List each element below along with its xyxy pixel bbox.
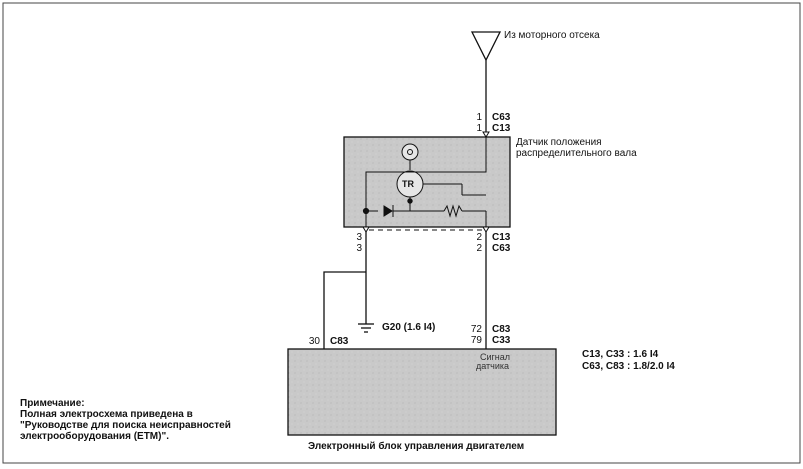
conn-right-a: C13 <box>492 232 511 243</box>
sensor-box <box>343 136 511 228</box>
sensor-title-1: Датчик положения <box>516 137 602 148</box>
note-heading: Примечание: <box>20 398 85 409</box>
note-line-1: Полная электросхема приведена в <box>20 409 193 420</box>
signal-label-2: датчика <box>476 361 510 371</box>
conn-top-b: C13 <box>492 123 511 134</box>
conn-right-b: C63 <box>492 243 511 254</box>
ecm-pin-right-a: 72 <box>470 324 482 335</box>
pin-left-b: 3 <box>356 243 362 254</box>
signal-label-1: Сигнал <box>480 352 511 362</box>
pin-left-a: 3 <box>356 232 362 243</box>
sensor-title-2: распределительного вала <box>516 148 637 159</box>
connector-top <box>482 131 490 138</box>
ecm-pin-left: 30 <box>308 336 320 347</box>
ecm-conn-left: C83 <box>330 336 349 347</box>
resistor-icon <box>443 204 463 218</box>
pin-top-a: 1 <box>476 112 482 123</box>
legend-line-1: C13, C33 : 1.6 I4 <box>582 349 659 360</box>
ecm-conn-right-b: C33 <box>492 335 511 346</box>
diode-icon <box>383 205 393 217</box>
sensor-magnet-icon <box>401 143 419 161</box>
ecm-box <box>287 348 557 436</box>
ground-label: G20 (1.6 I4) <box>382 322 436 333</box>
ground-symbol <box>358 323 374 333</box>
legend-line-2: C63, C83 : 1.8/2.0 I4 <box>582 361 675 372</box>
source-arrow <box>470 31 502 62</box>
note-line-2: "Руководстве для поиска неисправностей <box>20 420 231 431</box>
wire-branch <box>323 271 366 349</box>
tr-label: TR <box>402 179 414 189</box>
note-line-3: электрооборудования (ETM)". <box>20 431 169 442</box>
pin-right-b: 2 <box>476 243 482 254</box>
ecm-title: Электронный блок управления двигателем <box>308 441 525 452</box>
pin-top-b: 1 <box>476 123 482 134</box>
sensor-internals <box>362 137 487 227</box>
ecm-pin-right-b: 79 <box>470 335 482 346</box>
ecm-conn-right-a: C83 <box>492 324 511 335</box>
conn-top-a: C63 <box>492 112 511 123</box>
source-label: Из моторного отсека <box>504 30 600 41</box>
pin-right-a: 2 <box>476 232 482 243</box>
connector-right <box>482 226 490 233</box>
connector-left <box>362 226 370 233</box>
